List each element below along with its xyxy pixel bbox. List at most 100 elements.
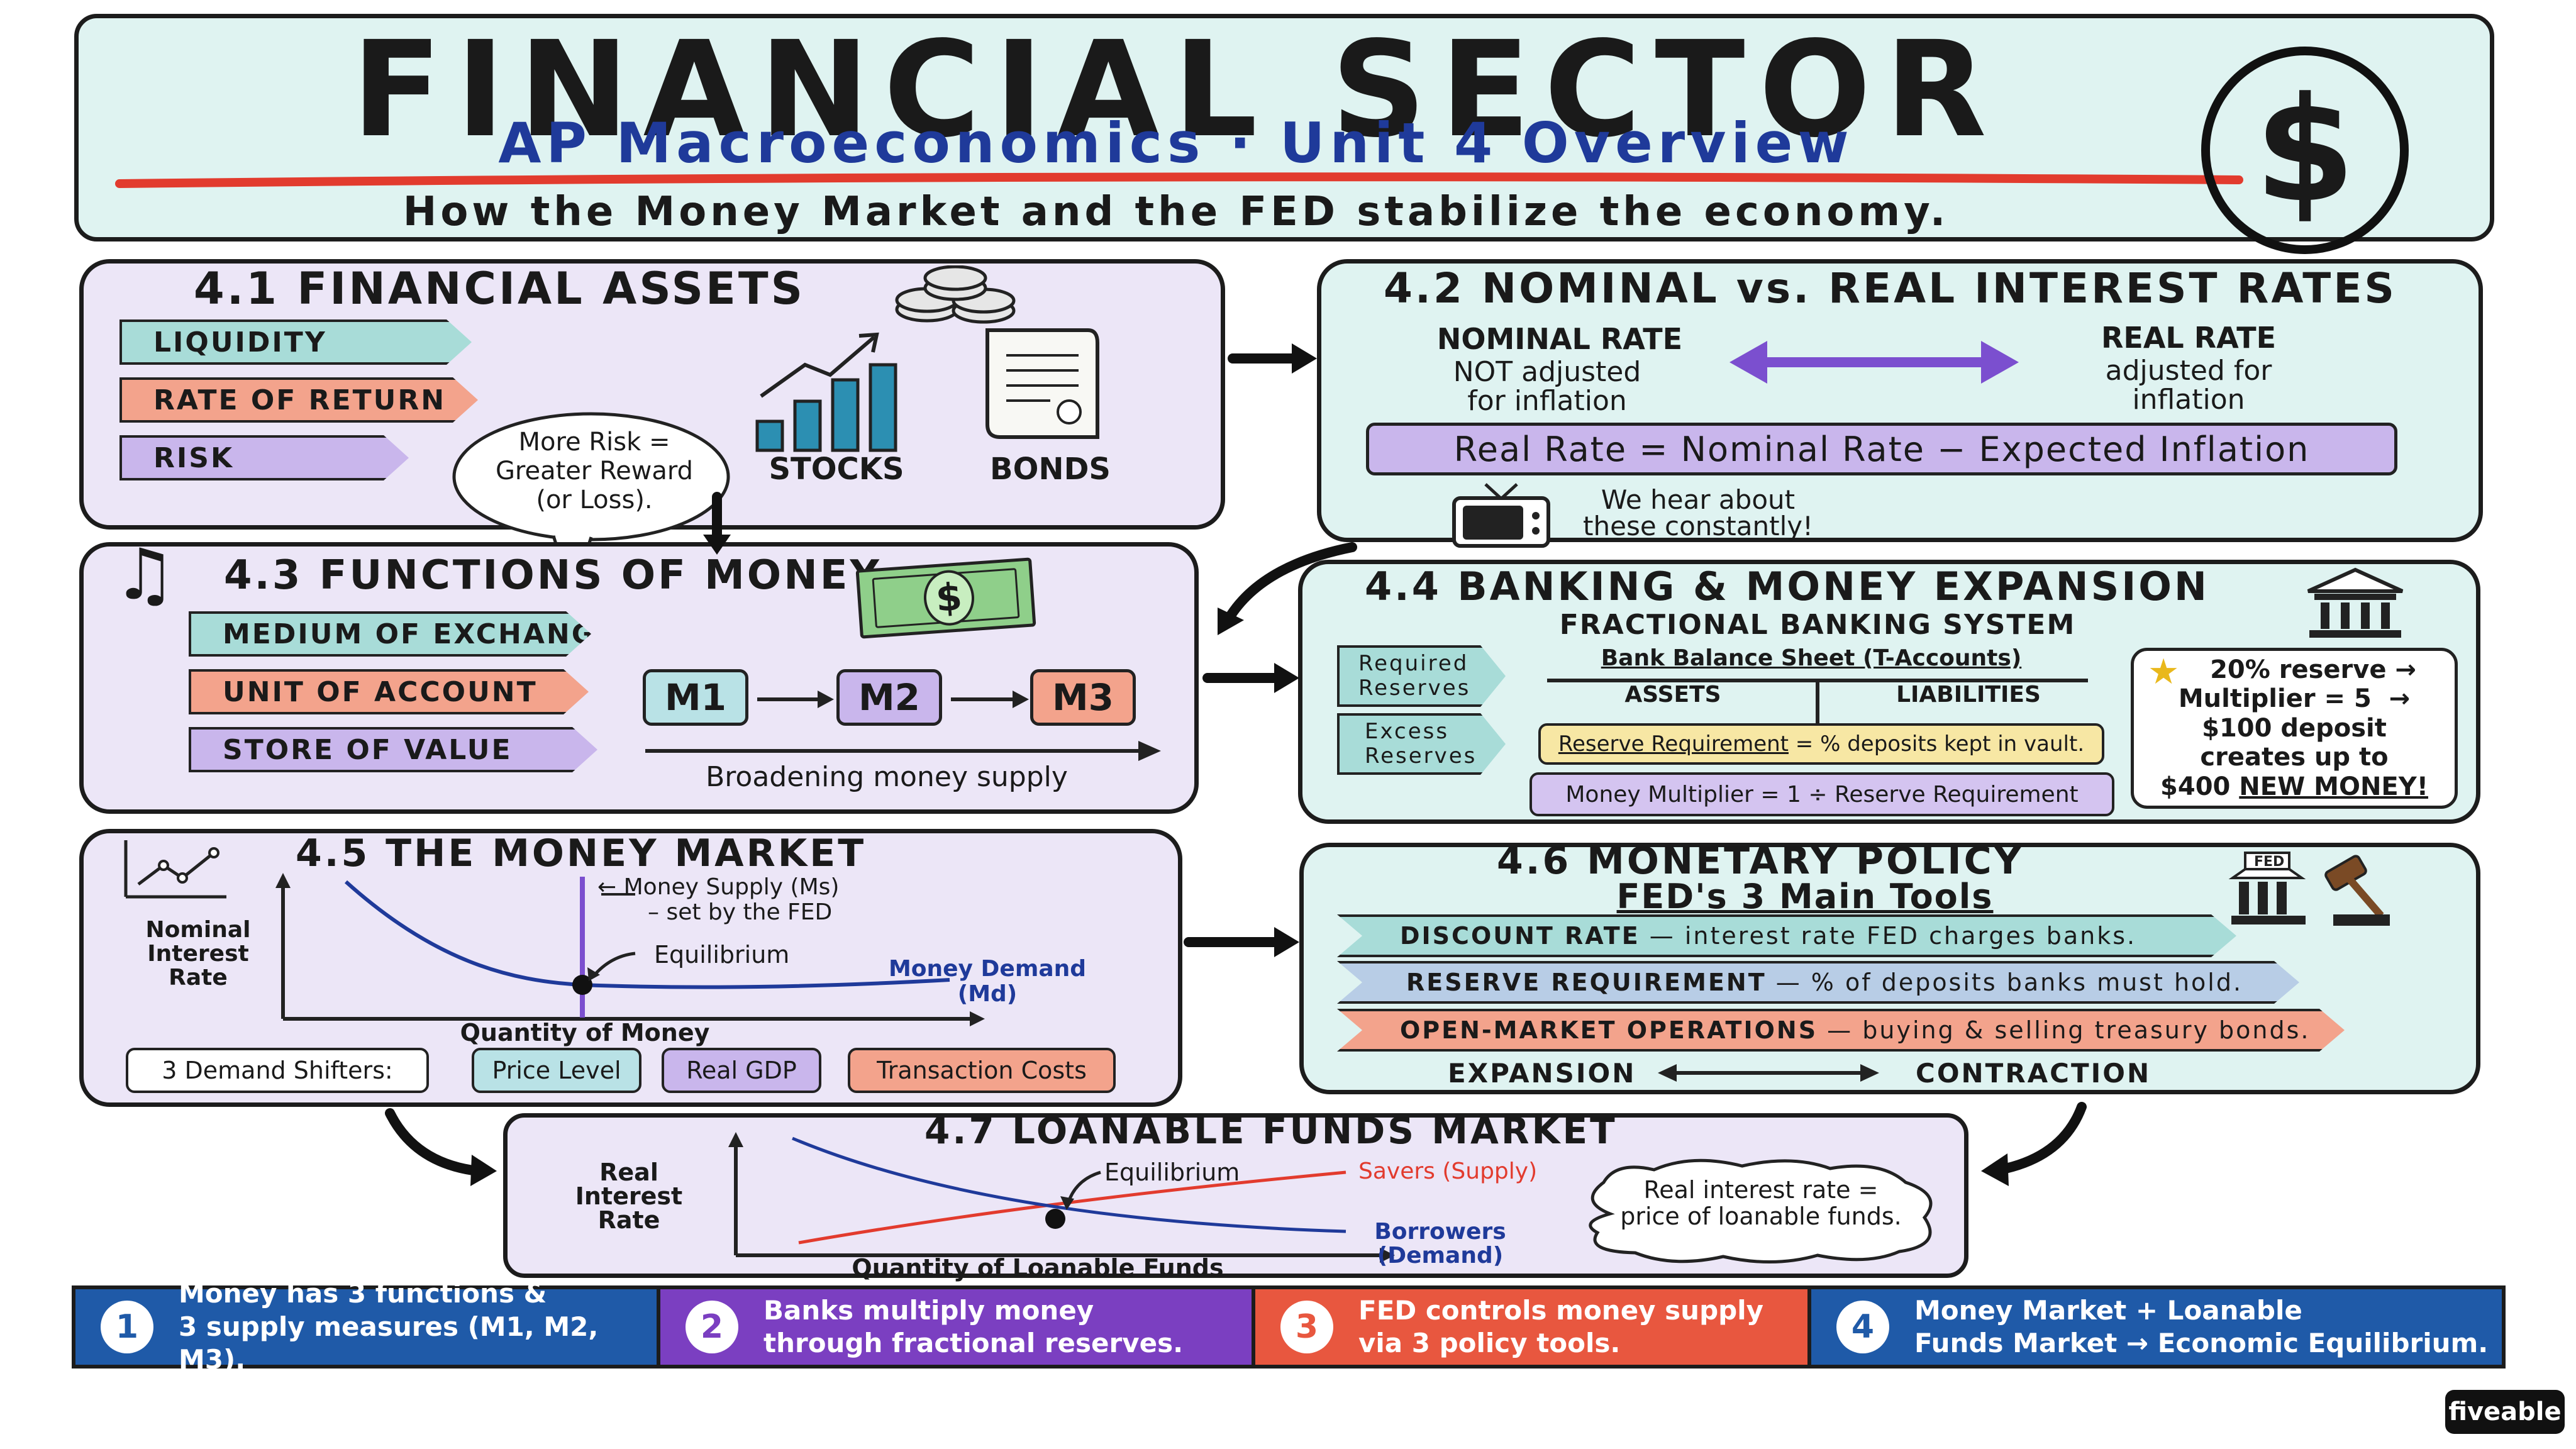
assets-label: ASSETS: [1624, 682, 1721, 708]
mm-xlabel: Quantity of Money: [460, 1019, 710, 1046]
mm-ylabel-2: Interest: [147, 941, 249, 967]
takeaway-4-text: Money Market + Loanable Funds Market → E…: [1914, 1294, 2488, 1360]
takeaway-3-text: FED controls money supply via 3 policy t…: [1358, 1294, 1763, 1360]
ms-label-1: ← Money Supply (Ms): [597, 874, 840, 900]
excess-reserves-line-1: Excess: [1365, 718, 1450, 744]
takeaway-1: 1 Money has 3 functions & 3 supply measu…: [72, 1278, 660, 1375]
lf-xlabel: Quantity of Loanable Funds: [852, 1254, 1224, 1282]
takeaway-2-line-2: through fractional reserves.: [763, 1328, 1184, 1358]
example-line-1-text: 20% reserve →: [2210, 655, 2416, 685]
red-underline: [115, 172, 2243, 188]
page-tagline: How the Money Market and the FED stabili…: [402, 189, 1950, 235]
borrowers-label-2: (Demand): [1377, 1243, 1504, 1269]
tag-rate-of-return: RATE OF RETURN: [119, 377, 478, 423]
nominal-rate-heading: NOMINAL RATE: [1436, 322, 1683, 356]
fractional-banking-subtitle: FRACTIONAL BANKING SYSTEM: [1559, 609, 2076, 641]
tool-reserve-requirement-name: RESERVE REQUIREMENT: [1406, 969, 1767, 996]
bank-building-icon: [2307, 567, 2404, 638]
real-rate-heading: REAL RATE: [2101, 321, 2277, 355]
takeaway-4-number: 4: [1836, 1301, 1889, 1353]
shifter-real-gdp: Real GDP: [662, 1048, 821, 1093]
measure-m2: M2: [836, 669, 942, 726]
required-reserves-line-1: Required: [1358, 650, 1469, 676]
md-label-2: (Md): [957, 981, 1018, 1007]
tv-note-2: these constantly!: [1583, 511, 1813, 541]
cloud-line-2: price of loanable funds.: [1620, 1202, 1902, 1230]
tool-open-market-operations: OPEN-MARKET OPERATIONS — buying & sellin…: [1337, 1009, 2345, 1052]
nominal-note-1: NOT adjusted: [1453, 356, 1641, 388]
takeaway-1-line-1: Money has 3 functions &: [179, 1278, 547, 1309]
tag-risk: RISK: [119, 435, 409, 480]
shifter-price-level: Price Level: [472, 1048, 641, 1093]
cloud-shape: [1589, 1158, 1933, 1264]
lf-equilibrium-label: Equilibrium: [1104, 1158, 1240, 1186]
savers-label: Savers (Supply): [1358, 1158, 1538, 1184]
takeaway-1-text: Money has 3 functions & 3 supply measure…: [179, 1277, 657, 1377]
broadening-label: Broadening money supply: [706, 761, 1068, 793]
fiveable-logo[interactable]: fiveable: [2445, 1390, 2565, 1434]
expansion-contraction-arrow: [1658, 1064, 1879, 1082]
risk-bubble-line-2: Greater Reward: [495, 457, 694, 486]
example-amount: $400: [2160, 772, 2240, 801]
nominal-note-2: for inflation: [1467, 385, 1627, 417]
measure-m3: M3: [1030, 669, 1136, 726]
takeaway-3-number: 3: [1280, 1301, 1333, 1353]
tv-icon: [1452, 483, 1550, 548]
risk-bubble-line-1: More Risk =: [518, 428, 670, 457]
money-demand-curve: [344, 880, 950, 989]
takeaway-3: 3 FED controls money supply via 3 policy…: [1252, 1285, 1811, 1368]
mm-ylabel-3: Rate: [169, 965, 228, 991]
mm-equilibrium-point: [572, 975, 592, 995]
t-account-lines: [1547, 679, 2088, 724]
stocks-chart-icon: [755, 332, 897, 452]
section-4-5-title: 4.5 THE MONEY MARKET: [296, 831, 867, 875]
reserve-requirement-definition: = % deposits kept in vault.: [1789, 731, 2085, 757]
coins-icon: [895, 265, 1016, 324]
contraction-label: CONTRACTION: [1916, 1058, 2151, 1089]
takeaway-4-line-1: Money Market + Loanable: [1914, 1294, 2302, 1326]
lf-ylabel-1: Real: [599, 1158, 658, 1186]
section-4-1-title: 4.1 FINANCIAL ASSETS: [194, 263, 805, 314]
shifters-label: 3 Demand Shifters:: [126, 1048, 429, 1093]
measure-m1: M1: [643, 669, 748, 726]
tag-unit-of-account: UNIT OF ACCOUNT: [189, 669, 589, 714]
tool-omo-desc: — buying & selling treasury bonds.: [1818, 1016, 2311, 1044]
excess-reserves-line-2: Reserves: [1365, 743, 1477, 769]
example-new-money: NEW MONEY!: [2239, 772, 2428, 801]
example-line-1: ★20% reserve →: [2148, 652, 2416, 692]
example-line-3: $100 deposit: [2202, 713, 2387, 743]
takeaway-2: 2 Banks multiply money through fractiona…: [657, 1285, 1255, 1368]
example-line-2: Multiplier = 5 →: [2178, 684, 2411, 714]
example-line-4: creates up to: [2200, 743, 2389, 772]
excess-reserves-tag: Excess Reserves: [1337, 713, 1506, 775]
header-panel: [74, 14, 2494, 242]
takeaway-2-line-1: Banks multiply money: [763, 1294, 1094, 1326]
reserve-requirement-box: Reserve Requirement = % deposits kept in…: [1538, 723, 2104, 765]
money-market-graph: [275, 873, 985, 1026]
section-4-6-title: 4.6 MONETARY POLICY: [1497, 839, 2024, 883]
cloud-line-1: Real interest rate =: [1643, 1176, 1879, 1204]
lf-ylabel-2: Interest: [575, 1182, 683, 1210]
ms-label-2: – set by the FED: [648, 899, 833, 925]
trend-line-icon: [124, 840, 226, 899]
liabilities-label: LIABILITIES: [1896, 682, 2041, 708]
lf-equilibrium-point: [1045, 1209, 1065, 1229]
bonds-label: BONDS: [990, 452, 1111, 487]
risk-bubble-line-3: (or Loss).: [536, 486, 653, 514]
broadening-arrow: [645, 741, 1161, 761]
section-4-4-title: 4.4 BANKING & MONEY EXPANSION: [1365, 564, 2209, 609]
reserve-requirement-term: Reserve Requirement: [1558, 731, 1789, 757]
mm-equilibrium-label: Equilibrium: [654, 941, 790, 969]
section-4-2-panel: [1317, 259, 2483, 542]
tag-liquidity: LIQUIDITY: [119, 319, 472, 365]
takeaway-1-number: 1: [101, 1301, 153, 1353]
real-note-2: inflation: [2132, 384, 2245, 416]
section-4-7-title: 4.7 LOANABLE FUNDS MARKET: [924, 1109, 1618, 1152]
tag-medium-of-exchange: MEDIUM OF EXCHANGE: [189, 611, 591, 657]
page-title: FINANCIAL SECTOR: [352, 13, 2001, 167]
takeaway-3-line-1: FED controls money supply: [1358, 1294, 1763, 1326]
multiplier-example-box: ★20% reserve → Multiplier = 5 → $100 dep…: [2131, 648, 2458, 809]
takeaway-1-line-2: 3 supply measures (M1, M2, M3).: [179, 1311, 599, 1375]
svg-text:FED: FED: [2254, 854, 2284, 870]
